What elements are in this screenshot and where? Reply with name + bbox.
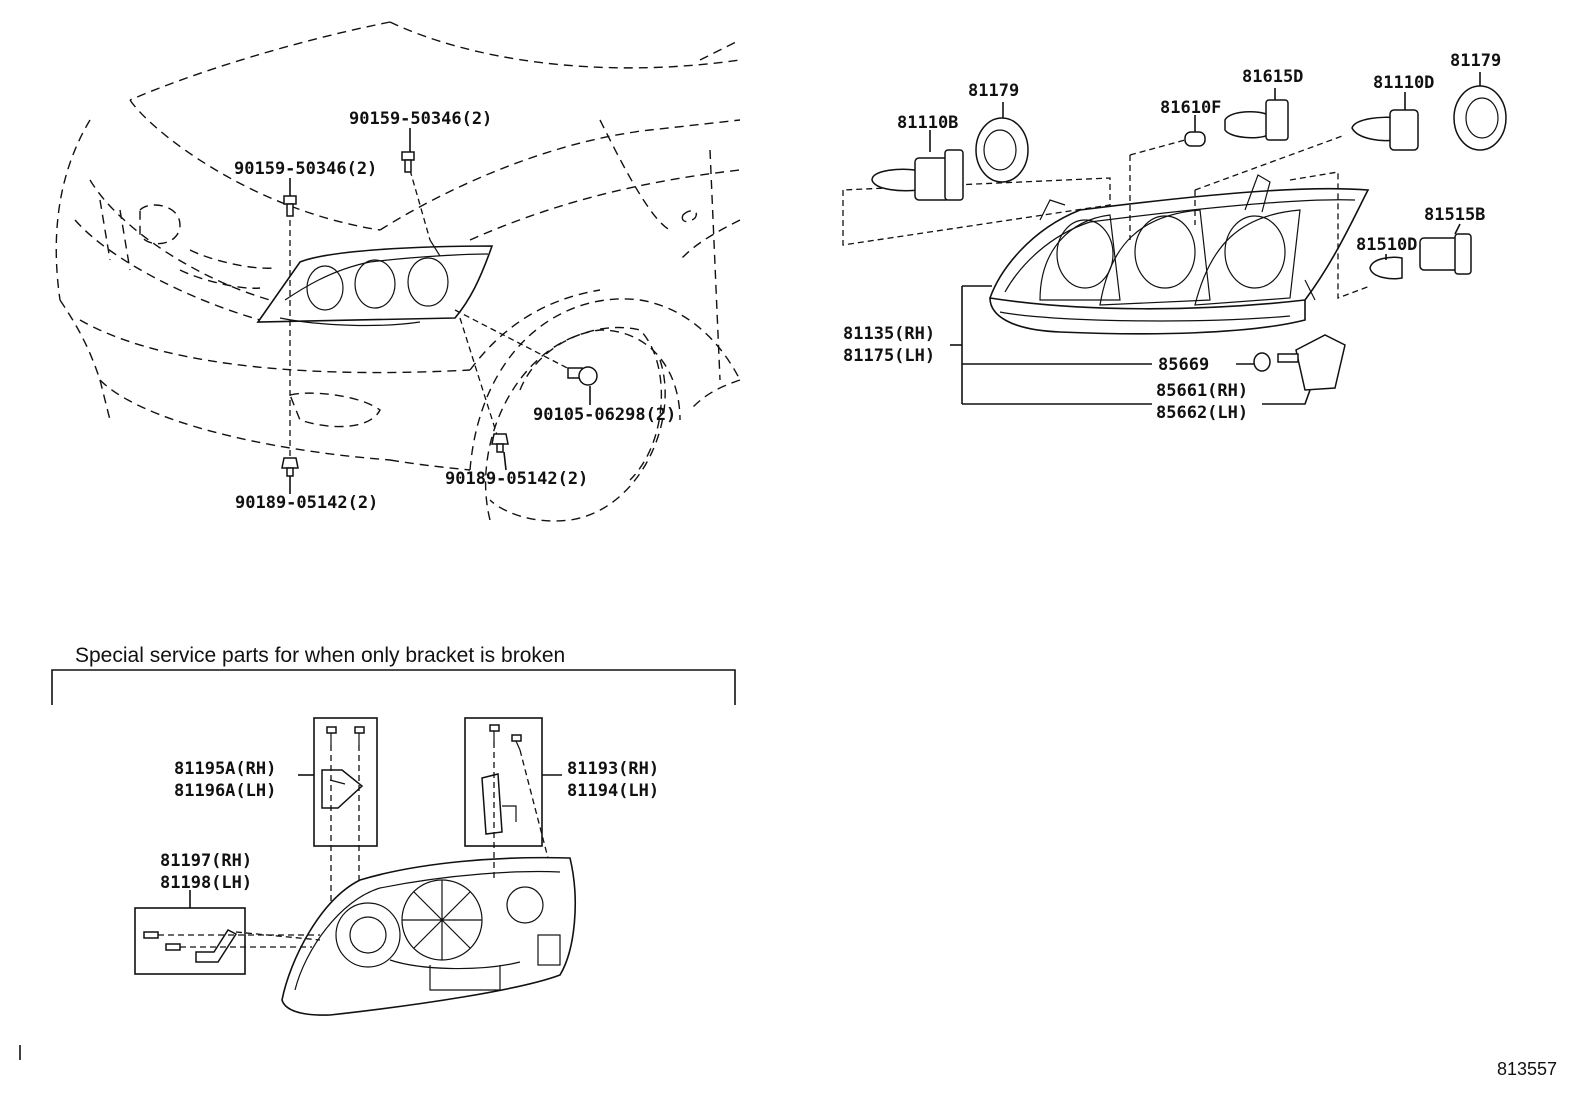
label-81175: 81175(LH) (843, 346, 935, 366)
headlamp-assembly (988, 174, 1370, 335)
label-81179-right: 81179 (1450, 51, 1501, 71)
bolt-icon (283, 195, 297, 217)
bulb-81110b-icon (871, 149, 964, 201)
label-81194: 81194(LH) (567, 781, 659, 801)
service-note: Special service parts for when only brac… (75, 644, 565, 667)
label-90159-top: 90159-50346(2) (349, 109, 492, 129)
label-90159-left: 90159-50346(2) (234, 159, 377, 179)
screw-icon (567, 366, 598, 386)
label-90189-bottom: 90189-05142(2) (235, 493, 378, 513)
label-85669: 85669 (1158, 355, 1209, 375)
label-81196a: 81196A(LH) (174, 781, 276, 801)
label-81193: 81193(RH) (567, 759, 659, 779)
label-90105: 90105-06298(2) (533, 405, 676, 425)
label-81135: 81135(RH) (843, 324, 935, 344)
kit-81197-parts (143, 929, 238, 963)
kit-box-81195a (313, 717, 378, 847)
label-85662: 85662(LH) (1156, 403, 1248, 423)
label-85661: 85661(RH) (1156, 381, 1248, 401)
kit-box-81193 (464, 717, 543, 847)
label-81610f: 81610F (1160, 98, 1221, 118)
label-81615d: 81615D (1242, 67, 1303, 87)
label-81198: 81198(LH) (160, 873, 252, 893)
figure-number: 813557 (1497, 1059, 1557, 1079)
seal-85669-icon (1253, 352, 1271, 372)
label-81195a: 81195A(RH) (174, 759, 276, 779)
label-81110b: 81110B (897, 113, 958, 133)
kit-81195a-parts (321, 726, 365, 809)
label-90189-mid: 90189-05142(2) (445, 469, 588, 489)
cap-81179-right-icon (1453, 85, 1507, 151)
car-fasteners (281, 128, 598, 494)
bulb-81110d-icon (1351, 109, 1419, 151)
label-81197: 81197(RH) (160, 851, 252, 871)
label-leaders-right (929, 72, 1481, 405)
label-81179-left: 81179 (968, 81, 1019, 101)
label-81110d: 81110D (1373, 73, 1434, 93)
car-front-illustration (55, 21, 741, 522)
label-81515b: 81515B (1424, 205, 1485, 225)
bolt-icon (401, 151, 415, 173)
clip-icon (281, 457, 299, 477)
bulb-81510d-icon (1369, 256, 1403, 280)
bulb-81615d-icon (1224, 99, 1289, 141)
bulb-leaders (842, 134, 1371, 299)
headlamp-rear-view (281, 856, 576, 1016)
actuator-85661-icon (1277, 334, 1346, 391)
kit-leaders (158, 742, 562, 948)
socket-81515b-icon (1419, 233, 1472, 275)
clip-icon (491, 433, 509, 453)
kit-81193-parts (481, 724, 522, 835)
service-bracket-frame (51, 669, 736, 705)
bulb-81610f-icon (1184, 131, 1206, 147)
label-81510d: 81510D (1356, 235, 1417, 255)
cap-81179-left-icon (975, 117, 1029, 183)
